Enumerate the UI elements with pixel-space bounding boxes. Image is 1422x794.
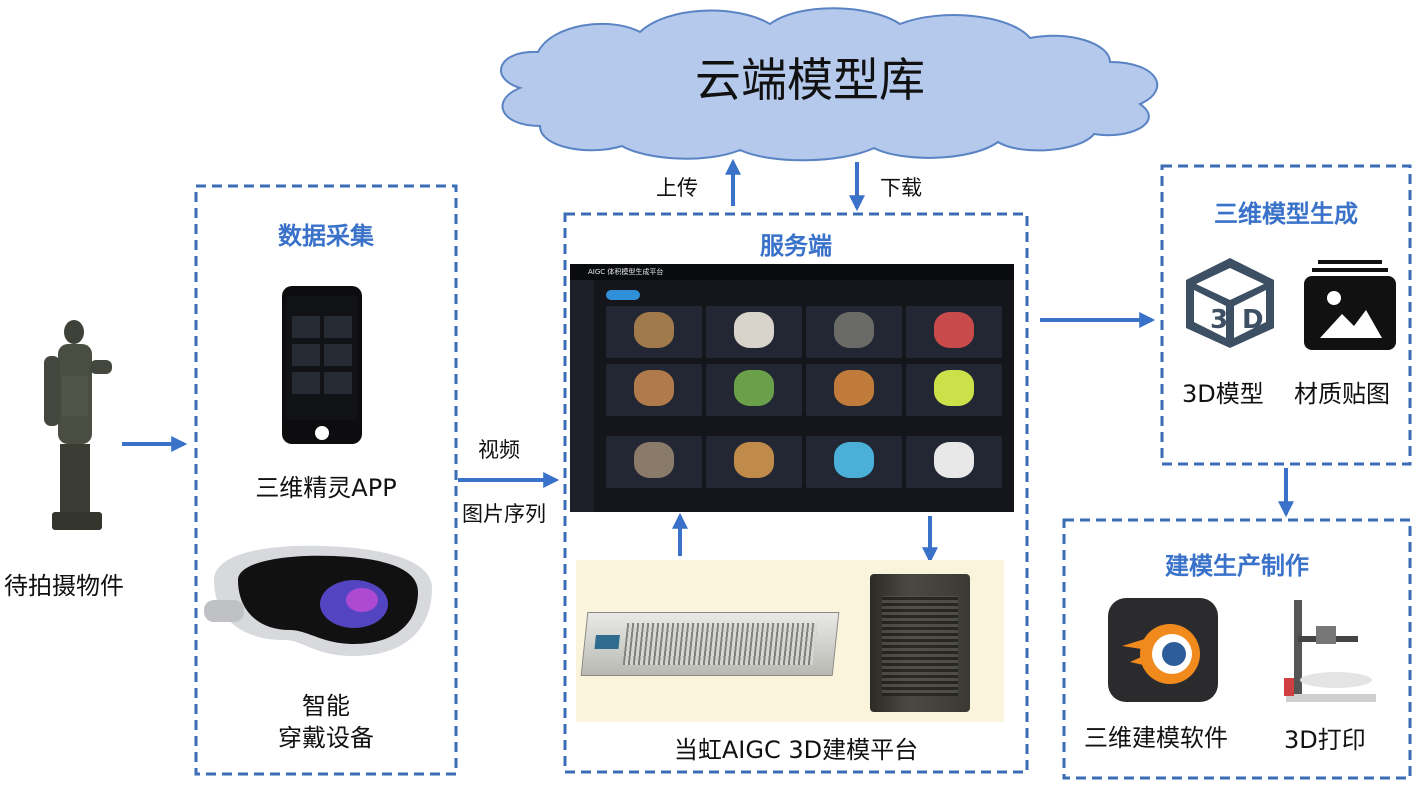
terracotta-warrior-image [44,320,112,530]
platform-label: 当虹AIGC 3D建模平台 [673,736,919,764]
texture-label: 材质贴图 [1294,380,1390,408]
cloud-label: 云端模型库 [695,53,925,107]
wearable-label-line1: 智能 [302,692,350,720]
workstation-image [870,574,970,712]
vr-headset-image [204,545,432,656]
object-label: 待拍摄物件 [4,572,124,600]
wearable-label-line2: 穿戴设备 [278,724,374,752]
3d-model-label: 3D模型 [1182,380,1264,408]
cloud-shape [500,7,1159,162]
image-texture-icon [1304,260,1396,350]
3d-printer-icon [1284,600,1376,702]
upload-label: 上传 [656,176,698,200]
data-collection-title: 数据采集 [278,222,374,250]
platform-screenshot: AIGC 体积模型生成平台 [570,264,1014,512]
screen-title: AIGC 体积模型生成平台 [588,268,664,276]
modeling-software-label: 三维建模软件 [1084,724,1228,752]
3d-print-label: 3D打印 [1284,726,1366,754]
production-title: 建模生产制作 [1165,552,1309,580]
app-label: 三维精灵APP [255,474,397,502]
image-sequence-label: 图片序列 [462,502,546,526]
download-label: 下载 [880,176,922,200]
server-title: 服务端 [760,232,832,260]
3d-model-icon: 3 D [1186,258,1274,348]
video-label: 视频 [478,438,520,462]
svg-text:D: D [1242,305,1264,335]
blender-icon [1108,598,1218,702]
svg-text:3: 3 [1210,305,1228,335]
rack-server-image [580,612,840,676]
generation-title: 三维模型生成 [1214,200,1358,228]
phone-app-image [282,286,362,444]
